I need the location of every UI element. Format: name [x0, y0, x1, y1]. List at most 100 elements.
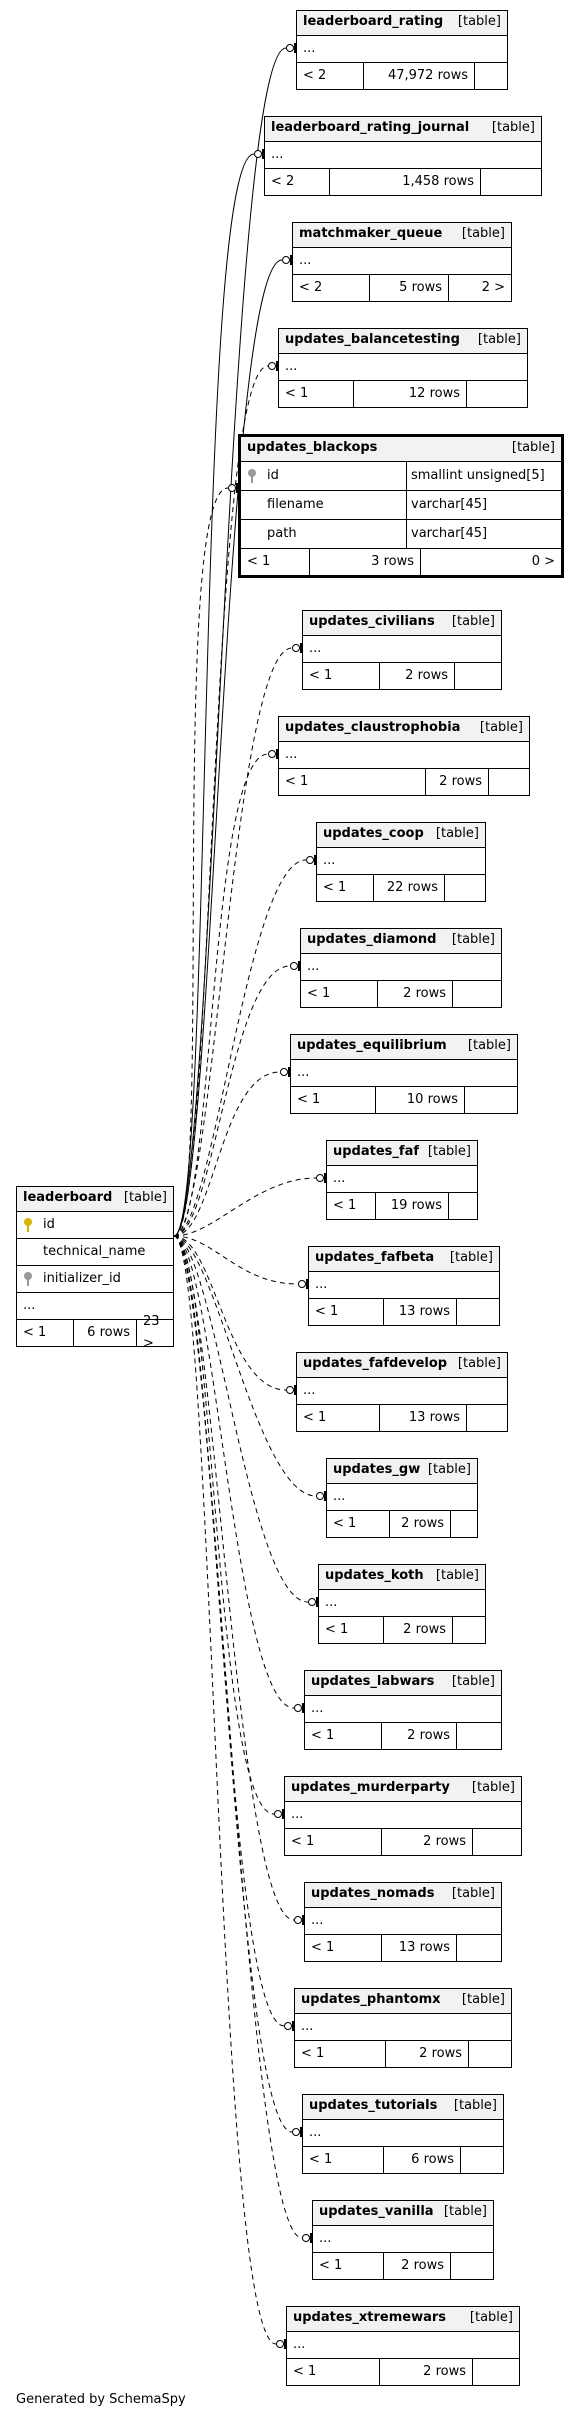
children-count[interactable]: 0 >	[531, 554, 555, 569]
children-count[interactable]	[475, 63, 507, 89]
children-count[interactable]	[453, 981, 501, 1007]
table-leaderboard[interactable]: leaderboard [table] id technical_name in…	[16, 1186, 174, 1351]
parents-count[interactable]: < 1	[295, 2041, 386, 2067]
children-count[interactable]	[481, 169, 541, 195]
table-name[interactable]: updates_phantomx	[301, 1992, 441, 2007]
table-name[interactable]: matchmaker_queue	[299, 226, 443, 241]
children-count[interactable]	[467, 1405, 507, 1431]
more-columns: ...	[17, 1292, 173, 1319]
table-name[interactable]: updates_diamond	[307, 932, 437, 947]
table-name[interactable]: leaderboard_rating_journal	[271, 120, 470, 135]
children-count[interactable]	[455, 663, 501, 689]
table-name[interactable]: updates_xtremewars	[293, 2310, 447, 2325]
table-name[interactable]: updates_murderparty	[291, 1780, 450, 1795]
children-count[interactable]	[469, 2041, 511, 2067]
children-count[interactable]	[451, 1511, 477, 1537]
parents-count[interactable]: < 1	[279, 381, 354, 407]
parents-count[interactable]: < 1	[327, 1511, 390, 1537]
table-name[interactable]: updates_claustrophobia	[285, 720, 461, 735]
table-name[interactable]: updates_civilians	[309, 614, 435, 629]
children-count[interactable]	[451, 2253, 493, 2279]
table-kind: [table]	[435, 826, 479, 841]
parents-count[interactable]: < 1	[287, 2359, 380, 2385]
table-name[interactable]: updates_fafbeta	[315, 1250, 435, 1265]
parents-count[interactable]: < 1	[327, 1193, 376, 1219]
parents-count[interactable]: < 1	[313, 2253, 384, 2279]
children-count[interactable]	[465, 1087, 517, 1113]
table-name[interactable]: updates_fafdevelop	[303, 1356, 448, 1371]
children-count[interactable]	[473, 2359, 519, 2385]
parents-count[interactable]: < 1	[17, 1320, 74, 1346]
parents-count[interactable]: < 1	[319, 1617, 384, 1643]
table-name[interactable]: updates_tutorials	[309, 2098, 438, 2113]
children-count[interactable]	[457, 1935, 501, 1961]
table-name[interactable]: updates_labwars	[311, 1674, 435, 1689]
table-kind: [table]	[457, 14, 501, 29]
table-name[interactable]: updates_vanilla	[319, 2204, 434, 2219]
optional-marker-icon	[316, 1492, 324, 1500]
children-count[interactable]	[473, 1829, 521, 1855]
parents-count[interactable]: < 1	[309, 1299, 384, 1325]
parents-count[interactable]: < 2	[297, 63, 364, 89]
foreign-key-icon	[23, 1272, 33, 1286]
children-count[interactable]	[467, 381, 527, 407]
table-name[interactable]: updates_koth	[325, 1568, 424, 1583]
row-count: 19 rows	[376, 1193, 449, 1219]
parents-count[interactable]: < 1	[241, 549, 310, 575]
parents-count[interactable]: < 1	[305, 1723, 382, 1749]
children-count[interactable]	[449, 1193, 477, 1219]
parents-count[interactable]: < 1	[305, 1935, 382, 1961]
table-name[interactable]: updates_nomads	[311, 1886, 435, 1901]
table-name[interactable]: updates_equilibrium	[297, 1038, 447, 1053]
parents-count[interactable]: < 1	[279, 769, 426, 795]
parents-count[interactable]: < 1	[285, 1829, 382, 1855]
table-name[interactable]: leaderboard	[23, 1190, 113, 1205]
column-name: technical_name	[43, 1244, 146, 1259]
table-name[interactable]: updates_balancetesting	[285, 332, 460, 347]
children-count[interactable]	[461, 2147, 503, 2173]
parents-count[interactable]: < 2	[293, 275, 370, 301]
children-count[interactable]: 2 >	[481, 280, 505, 295]
parents-count[interactable]: < 1	[291, 1087, 376, 1113]
table-name[interactable]: updates_gw	[333, 1462, 421, 1477]
parents-count[interactable]: < 1	[317, 875, 374, 901]
parents-count[interactable]: < 2	[265, 169, 330, 195]
children-count[interactable]	[489, 769, 529, 795]
table-name[interactable]: leaderboard_rating	[303, 14, 444, 29]
table-name[interactable]: updates_blackops	[247, 440, 378, 455]
table-updates-blackops[interactable]: updates_blackops [table] id smallint uns…	[238, 434, 564, 578]
children-count[interactable]	[453, 1617, 485, 1643]
children-count[interactable]	[445, 875, 485, 901]
parents-count[interactable]: < 1	[297, 1405, 380, 1431]
children-count[interactable]	[457, 1723, 501, 1749]
table-name[interactable]: updates_faf	[333, 1144, 419, 1159]
children-count[interactable]	[457, 1299, 499, 1325]
parents-count[interactable]: < 1	[301, 981, 378, 1007]
children-count[interactable]: 23 >	[143, 1314, 160, 1351]
parents-count[interactable]: < 1	[303, 2147, 384, 2173]
parents-count[interactable]: < 1	[303, 663, 380, 689]
table-name[interactable]: updates_coop	[323, 826, 424, 841]
